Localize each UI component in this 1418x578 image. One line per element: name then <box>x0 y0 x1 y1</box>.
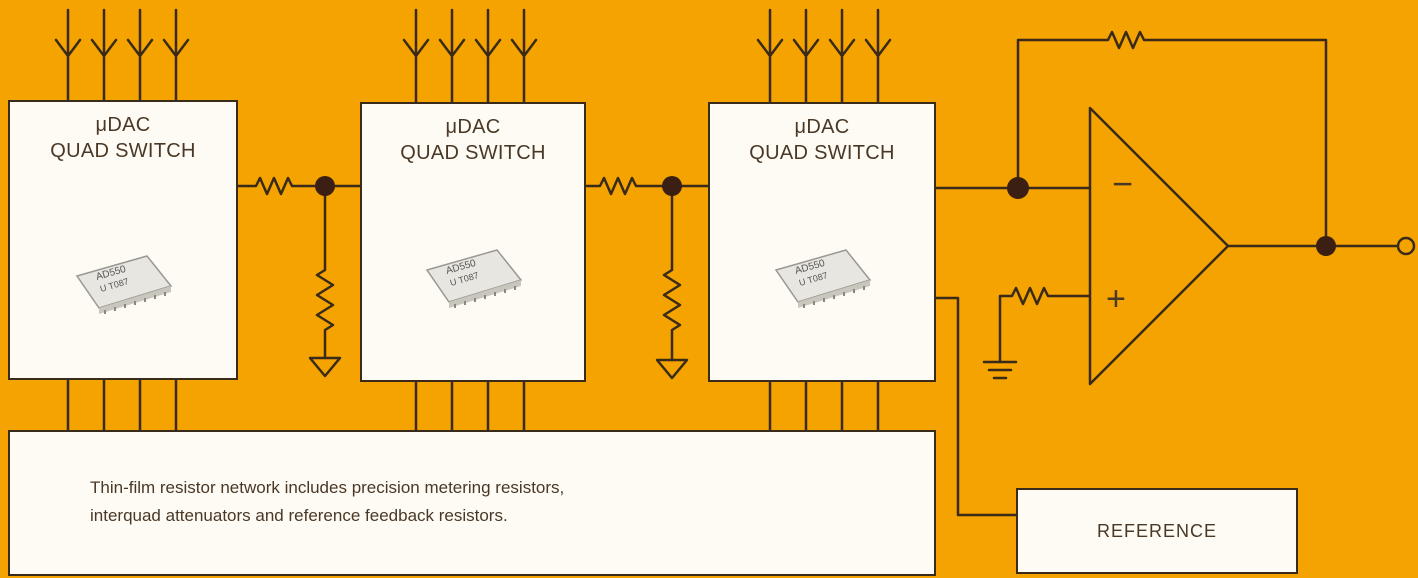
quad-subtitle: QUAD SWITCH <box>400 142 546 164</box>
quad-switch-2: μDAC QUAD SWITCH AD550 U T087 <box>360 102 586 382</box>
chip-image: AD550 U T087 <box>425 249 523 308</box>
network-description-line-2: interquad attenuators and reference feed… <box>90 506 508 525</box>
input-arrows-quad-1 <box>54 8 190 104</box>
noninverting-input-network <box>982 286 1092 380</box>
input-arrows-quad-3 <box>756 8 892 104</box>
quad-subtitle: QUAD SWITCH <box>50 140 196 162</box>
chip-image: AD550 U T087 <box>75 255 173 314</box>
quad-title: μDAC <box>445 116 501 138</box>
quad-title: μDAC <box>794 116 850 138</box>
resistor-network-box: Thin-film resistor network includes prec… <box>8 430 936 576</box>
attenuator-1 <box>236 176 362 378</box>
network-description-line-1: Thin-film resistor network includes prec… <box>90 478 565 497</box>
network-pins <box>66 376 880 432</box>
quad-switch-3: μDAC QUAD SWITCH AD550 U T087 <box>708 102 936 382</box>
chip-image: AD550 U T087 <box>774 249 872 308</box>
quad-switch-1: μDAC QUAD SWITCH AD550 U T087 <box>8 100 238 380</box>
quad-title: μDAC <box>95 114 151 136</box>
op-amp-triangle <box>1088 106 1230 386</box>
reference-box: REFERENCE <box>1016 488 1298 574</box>
output-terminal <box>1396 236 1416 256</box>
noninverting-sign: + <box>1106 280 1126 318</box>
reference-wire <box>933 296 1018 517</box>
attenuator-2 <box>584 176 712 380</box>
junction-dots <box>315 176 1336 256</box>
input-arrows-quad-2 <box>402 8 538 104</box>
inverting-sign: − <box>1112 163 1133 204</box>
reference-label: REFERENCE <box>1096 520 1217 541</box>
quad-subtitle: QUAD SWITCH <box>749 142 895 164</box>
